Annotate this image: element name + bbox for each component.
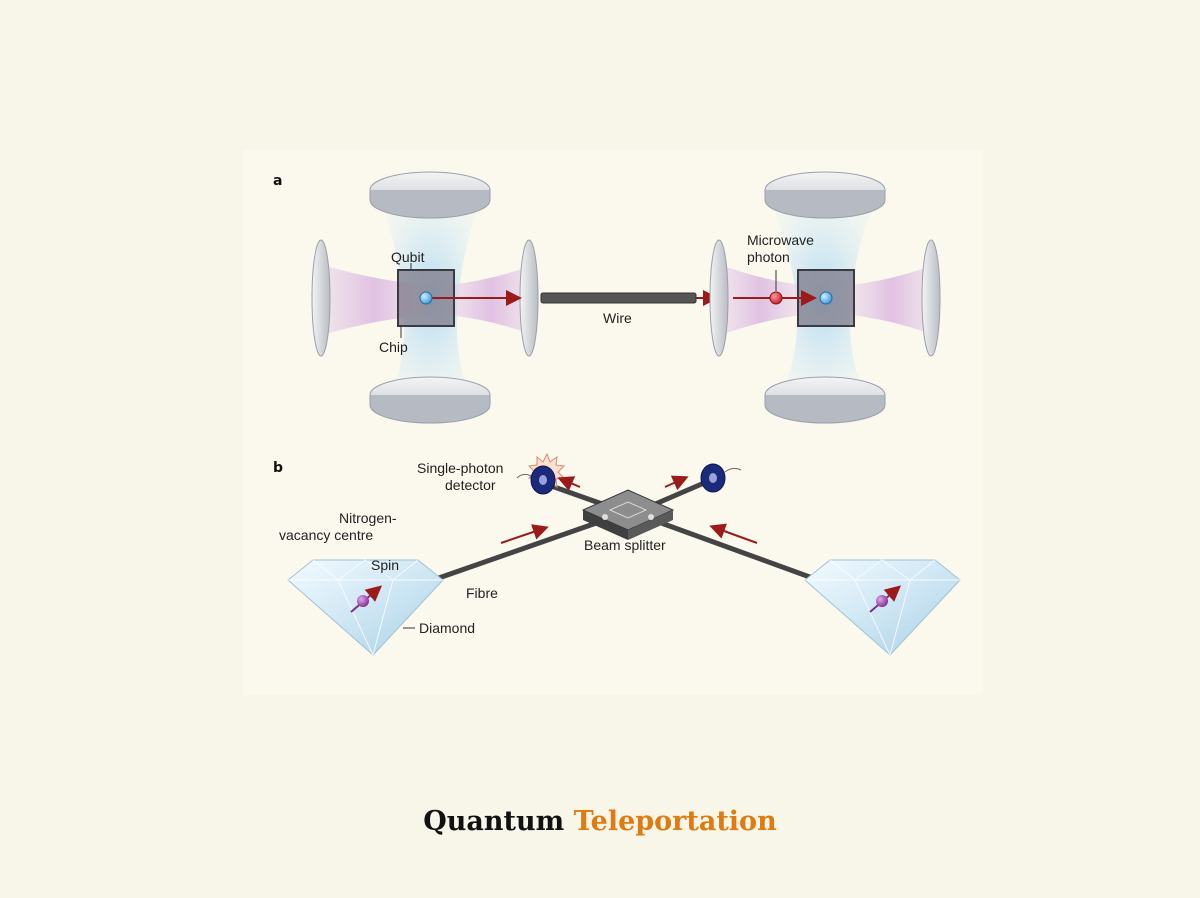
diamond-left (287, 559, 444, 656)
mirror-bottom-right-edge (764, 395, 886, 424)
diagram-panel: a Qubit Chip (243, 150, 983, 695)
nv-label-line1: Nitrogen- (339, 510, 397, 526)
spin-label: Spin (371, 557, 399, 573)
right-cavity (709, 171, 941, 424)
diamond-right (804, 559, 961, 656)
beam-splitter-label: Beam splitter (584, 537, 666, 553)
title-word-1: Quantum (423, 806, 565, 837)
wire (540, 292, 697, 304)
qubit-right (819, 291, 833, 305)
beam-splitter-right-face (628, 510, 673, 540)
diagram-svg: a Qubit Chip (273, 171, 961, 656)
detector-label-line2: detector (445, 477, 496, 493)
detector-left-lens (539, 475, 547, 485)
wire-label: Wire (603, 310, 632, 326)
arrow-to-detector-left (557, 476, 581, 492)
slide-title: Quantum Teleportation (0, 806, 1200, 837)
fibre-left (432, 517, 606, 583)
mirror-bottom-left-edge (369, 395, 491, 424)
detector-label-line1: Single-photon (417, 460, 503, 476)
detector-right (700, 463, 742, 493)
fibre-right (652, 517, 819, 583)
microwave-label-line1: Microwave (747, 232, 814, 248)
horizontal-beam-right-b (851, 265, 933, 335)
beam-splitter-window (608, 501, 648, 519)
microwave-label-line2: photon (747, 249, 790, 265)
horizontal-beam-left-b (448, 265, 533, 335)
nv-centre-left (357, 595, 369, 607)
left-cavity (311, 171, 539, 424)
mirror-top-right-edge (764, 190, 886, 219)
nv-label-line2: vacancy centre (279, 527, 373, 543)
microwave-photon (769, 291, 783, 305)
beam-splitter (581, 489, 675, 540)
arrow-fibre-left (500, 524, 549, 544)
diamond-left-body (287, 559, 444, 656)
fibre-label: Fibre (466, 585, 498, 601)
title-word-2: Teleportation (573, 806, 777, 837)
beam-splitter-left-face (583, 510, 628, 540)
nv-centre-right (876, 595, 888, 607)
diamond-right-body (804, 559, 961, 656)
mirror-left-inner (519, 239, 539, 357)
port-2 (648, 514, 654, 520)
detector-right-lens (709, 473, 717, 483)
mirror-left-outer (311, 239, 331, 357)
port-1 (602, 514, 608, 520)
detector-left-cable (516, 473, 532, 479)
fibre-detector-right (652, 477, 712, 508)
mirror-top-left-edge (369, 190, 491, 219)
panel-b-letter: b (273, 460, 283, 476)
horizontal-beam-right-a (721, 265, 801, 335)
mirror-right-outer (921, 239, 941, 357)
detector-right-cable (724, 467, 742, 473)
mirror-right-inner (709, 239, 729, 357)
chip-label: Chip (379, 339, 408, 355)
diamond-right-facets (805, 559, 960, 656)
arrow-to-detector-right (664, 475, 689, 491)
qubit-label: Qubit (391, 249, 425, 265)
diamond-left-facets (288, 559, 443, 656)
detector-left (516, 452, 566, 495)
panel-a-letter: a (273, 173, 282, 189)
qubit-left (419, 291, 433, 305)
arrow-fibre-right (709, 523, 758, 544)
diamond-label: Diamond (419, 620, 475, 636)
